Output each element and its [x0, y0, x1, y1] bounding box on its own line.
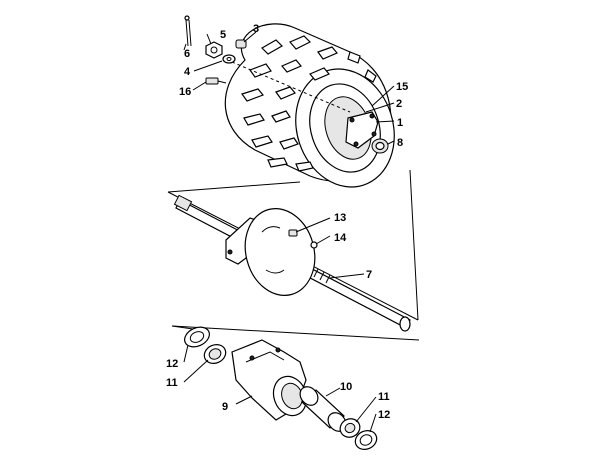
- leader-lines: [183, 31, 395, 433]
- callout-10: 10: [340, 381, 352, 393]
- callout-11-left: 11: [166, 377, 178, 389]
- callout-7: 7: [366, 269, 372, 281]
- hub-nut: [371, 138, 389, 154]
- callout-12-right: 12: [378, 409, 390, 421]
- callout-15: 15: [396, 81, 408, 93]
- callout-3: 3: [253, 23, 259, 35]
- sleeve: [299, 386, 347, 432]
- callout-13: 13: [334, 212, 346, 224]
- washer: [222, 54, 236, 64]
- callouts: 6 5 3 4 16 15 2 1 8 13 14 7 12 11 9 10 1…: [166, 23, 408, 421]
- seal-left: [184, 326, 210, 348]
- callout-12-left: 12: [166, 358, 178, 370]
- callout-5: 5: [220, 29, 226, 41]
- tire-assembly: [224, 23, 395, 188]
- disc-bolt: [288, 229, 298, 237]
- bearing-left: [203, 344, 227, 364]
- bearing-right: [339, 418, 361, 438]
- callout-8: 8: [397, 137, 403, 149]
- callout-16: 16: [179, 86, 191, 98]
- callout-11-right: 11: [378, 391, 390, 403]
- callout-4: 4: [184, 66, 191, 78]
- axle-housing: [231, 339, 308, 421]
- spacer: [235, 39, 247, 49]
- brake-disc: [244, 207, 316, 297]
- seal-right: [354, 430, 378, 450]
- cotter-pin: [184, 15, 192, 47]
- tread-lugs: [241, 35, 377, 172]
- callout-14: 14: [334, 232, 347, 244]
- castle-nut: [205, 41, 223, 59]
- callout-6: 6: [184, 48, 190, 60]
- disc-nut: [310, 241, 318, 249]
- callout-2: 2: [396, 98, 402, 110]
- callout-9: 9: [222, 401, 228, 413]
- wheel-stud: [205, 77, 227, 85]
- wheel-hub: [345, 111, 379, 149]
- callout-1: 1: [397, 117, 403, 129]
